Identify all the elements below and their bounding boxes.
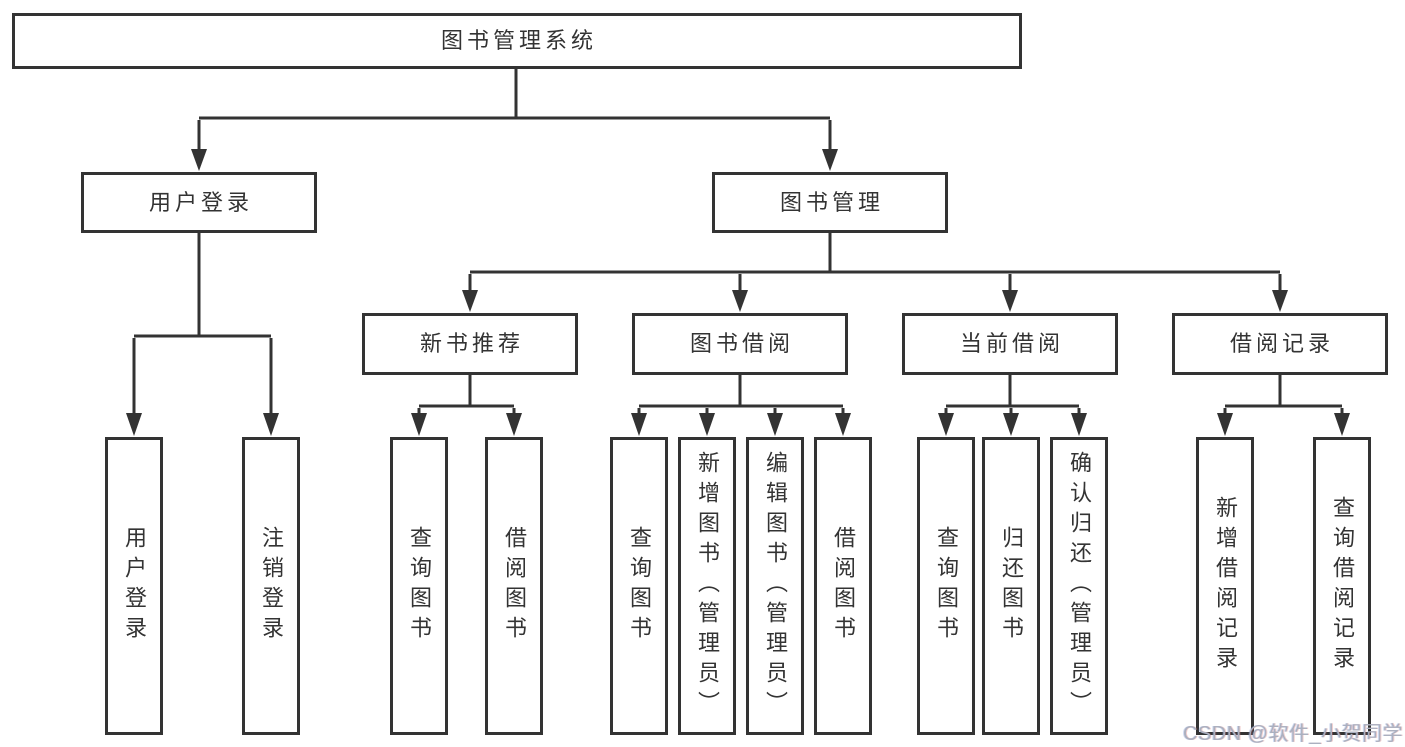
leaf-logout: 注销登录 <box>242 437 300 735</box>
node-label: 用户登录 <box>148 189 253 215</box>
leaf-borrow-books: 借阅图书 <box>814 437 872 735</box>
node-new-book-recommendation: 新书推荐 <box>362 313 578 375</box>
leaf-query-books-recommend: 查询图书 <box>390 437 448 735</box>
leaf-label: 编辑图书（管理员） <box>763 451 788 721</box>
leaf-query-borrow-record: 查询借阅记录 <box>1313 437 1371 735</box>
leaf-label: 查询借阅记录 <box>1330 496 1355 676</box>
leaf-label: 借阅图书 <box>831 526 856 646</box>
node-book-borrowing: 图书借阅 <box>632 313 848 375</box>
node-current-borrowing: 当前借阅 <box>902 313 1118 375</box>
node-label: 新书推荐 <box>419 331 524 356</box>
leaf-add-borrow-record: 新增借阅记录 <box>1196 437 1254 735</box>
leaf-label: 新增图书（管理员） <box>695 451 720 721</box>
leaf-label: 用户登录 <box>122 526 147 646</box>
node-label: 图书管理系统 <box>440 28 597 53</box>
leaf-label: 查询图书 <box>627 526 652 646</box>
arrowheads <box>126 149 1350 436</box>
leaf-edit-books-admin: 编辑图书（管理员） <box>746 437 804 735</box>
leaf-label: 新增借阅记录 <box>1213 496 1238 676</box>
leaf-label: 查询图书 <box>407 526 432 646</box>
node-book-management: 图书管理 <box>712 172 948 233</box>
node-library-management-system: 图书管理系统 <box>12 13 1022 69</box>
node-borrowing-records: 借阅记录 <box>1172 313 1388 375</box>
csdn-watermark: CSDN @软件_小贺同学 <box>1183 723 1404 745</box>
leaf-add-books-admin: 新增图书（管理员） <box>678 437 736 735</box>
leaf-label: 确认归还（管理员） <box>1067 451 1092 721</box>
node-label: 图书借阅 <box>689 331 794 356</box>
leaf-user-login: 用户登录 <box>105 437 163 735</box>
node-label: 当前借阅 <box>959 331 1064 356</box>
leaf-confirm-return-admin: 确认归还（管理员） <box>1050 437 1108 735</box>
node-label: 图书管理 <box>779 189 884 215</box>
leaf-query-books-borrow: 查询图书 <box>610 437 668 735</box>
leaf-borrow-books-recommend: 借阅图书 <box>485 437 543 735</box>
leaf-label: 查询图书 <box>934 526 959 646</box>
node-label: 借阅记录 <box>1229 331 1334 356</box>
leaf-query-books-current: 查询图书 <box>917 437 975 735</box>
leaf-label: 借阅图书 <box>502 526 527 646</box>
node-user-login: 用户登录 <box>81 172 317 233</box>
leaf-label: 归还图书 <box>999 526 1024 646</box>
leaf-label: 注销登录 <box>259 526 284 646</box>
leaf-return-books: 归还图书 <box>982 437 1040 735</box>
